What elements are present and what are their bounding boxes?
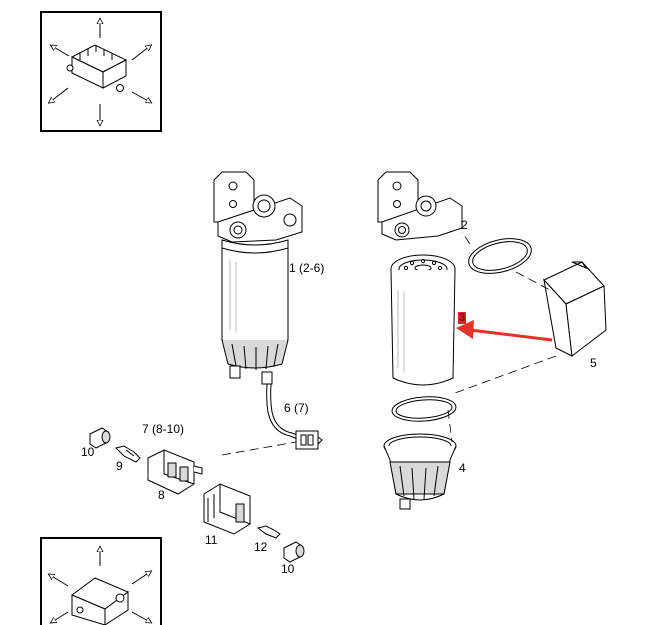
plug-10-left — [89, 427, 111, 449]
callout-8: 8 — [158, 488, 165, 502]
callout-10-right: 10 — [281, 562, 295, 576]
terminal-9 — [115, 445, 141, 463]
orientation-view-icon — [66, 44, 128, 92]
o-ring-upper — [468, 238, 532, 274]
callout-2: 2 — [461, 218, 468, 232]
callout-10-left: 10 — [81, 445, 95, 459]
orientation-view-icon — [70, 577, 130, 625]
callout-3-highlighted: 3 — [458, 312, 467, 324]
callout-6: 6 (7) — [284, 401, 309, 415]
connector-11 — [203, 483, 251, 535]
callout-7: 7 (8-10) — [142, 422, 185, 436]
filter-head — [377, 171, 463, 241]
orientation-view-bottom — [40, 537, 162, 625]
o-ring-lower — [391, 396, 457, 422]
plug-10-right — [283, 541, 305, 563]
callout-11: 11 — [205, 533, 218, 547]
callout-12: 12 — [254, 540, 268, 554]
filter-element — [390, 254, 456, 386]
filter-bowl — [383, 433, 457, 510]
callout-1: 1 (2-6) — [289, 261, 325, 275]
callout-4: 4 — [459, 461, 466, 475]
callout-5: 5 — [590, 356, 597, 370]
spare-part-box — [543, 261, 607, 357]
callout-9: 9 — [116, 459, 123, 473]
connector-8 — [147, 449, 203, 495]
highlight-arrow — [469, 328, 553, 342]
water-sensor-harness — [266, 383, 323, 450]
terminal-12 — [256, 525, 281, 539]
fuel-filter-assembly — [213, 171, 303, 385]
orientation-view-top — [40, 11, 162, 132]
